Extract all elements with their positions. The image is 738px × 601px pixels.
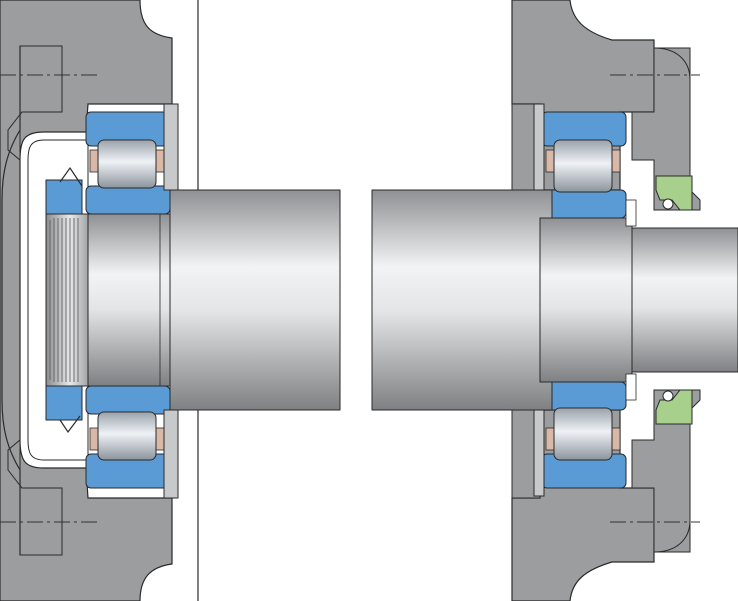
retaining-plate-bottom xyxy=(163,409,179,499)
centerline-right xyxy=(610,74,700,523)
inner-ring-top xyxy=(85,185,171,215)
lock-tab-bottom xyxy=(59,415,81,434)
cage-bottom-right-a xyxy=(545,427,555,451)
housing-cover-flange-bottom xyxy=(7,438,63,556)
cage-top-a xyxy=(89,149,99,173)
inner-ring-top-right xyxy=(541,189,627,219)
cage-top-b xyxy=(155,149,165,173)
shaft-collar-right-bottom xyxy=(625,373,637,401)
spacer-right-bottom xyxy=(533,409,545,497)
radial-seal-top xyxy=(655,175,693,211)
centerline-left xyxy=(0,74,100,523)
housing-cover-outline xyxy=(1,46,21,555)
roller-bottom-right xyxy=(553,407,613,461)
shaft-collar-right-top xyxy=(625,199,637,227)
cage-top-right-a xyxy=(545,149,555,173)
retaining-plate-top xyxy=(163,103,179,191)
roller-top-right xyxy=(553,139,613,193)
inner-ring-bottom xyxy=(85,385,171,415)
non-locating-bearing-side xyxy=(371,0,738,601)
cage-bottom-a xyxy=(89,427,99,451)
cage-bottom-b xyxy=(155,427,165,451)
lock-washer-top xyxy=(45,179,83,215)
radial-seal-bottom xyxy=(655,389,693,425)
shaft-left xyxy=(87,213,171,387)
shaft-end-right xyxy=(631,227,738,373)
end-cover-outline xyxy=(653,47,691,553)
shaft-main-right xyxy=(371,189,553,411)
lock-tab-top xyxy=(59,166,83,187)
nut-threads xyxy=(49,218,79,382)
cage-bottom-right-b xyxy=(611,427,621,451)
cage-top-right-b xyxy=(611,149,621,173)
inner-ring-bottom-right xyxy=(541,381,627,411)
shaft-main-left xyxy=(169,189,341,411)
roller-bottom xyxy=(97,411,157,461)
shaft-seat-right xyxy=(539,217,633,383)
lock-washer-bottom xyxy=(45,385,83,421)
spacer-right-top xyxy=(533,103,545,191)
roller-top xyxy=(97,139,157,189)
locating-bearing-side xyxy=(0,0,341,601)
